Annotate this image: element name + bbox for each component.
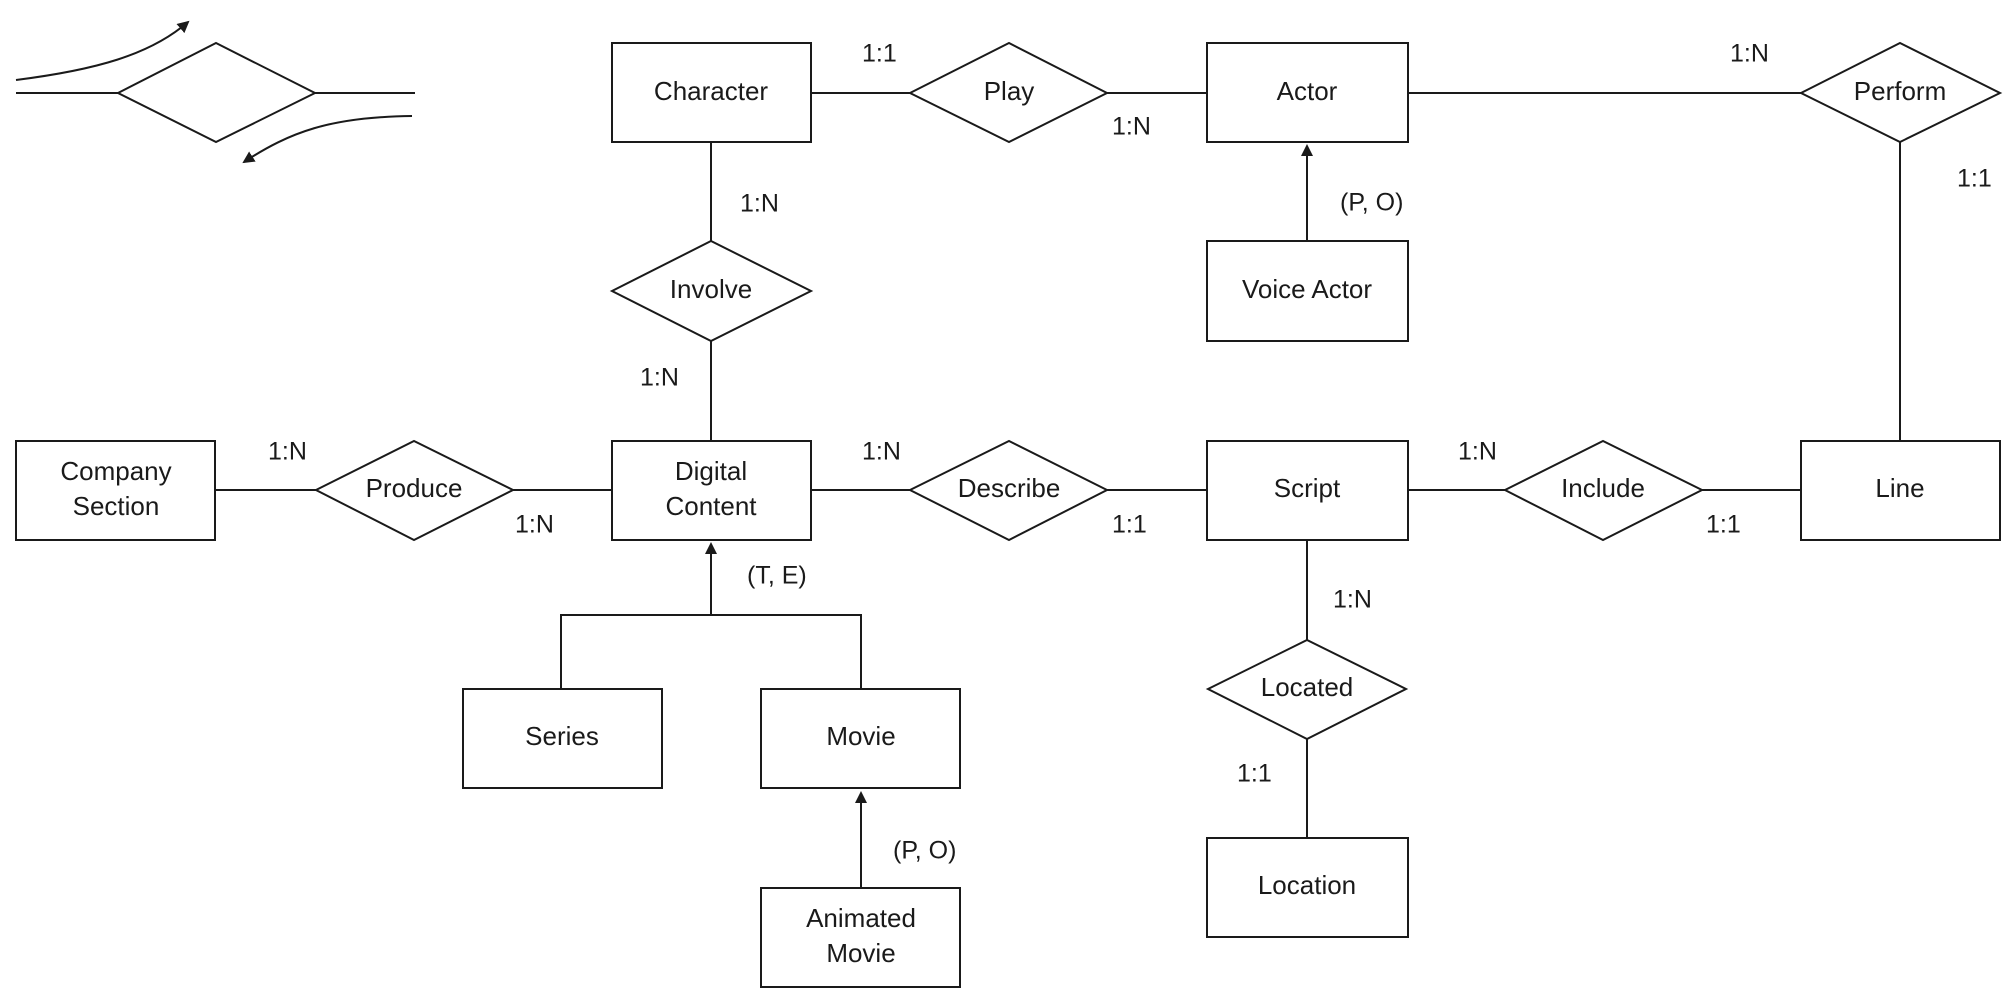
constraint-labels: (P, O) (T, E) (P, O) bbox=[747, 189, 1403, 865]
cardinality-produce-content: 1:N bbox=[515, 511, 554, 539]
relationship-play[interactable]: Play bbox=[907, 41, 1110, 144]
cardinality-involve-content: 1:N bbox=[640, 364, 679, 392]
entity-voice-actor-label: Voice Actor bbox=[1242, 274, 1372, 304]
entity-actor[interactable]: Actor bbox=[1206, 42, 1409, 143]
relationship-produce[interactable]: Produce bbox=[313, 439, 516, 542]
connector-specialization-bar bbox=[560, 614, 862, 689]
entity-company-section-label-2: Section bbox=[73, 491, 160, 521]
entity-location-label: Location bbox=[1258, 870, 1356, 900]
cardinality-script-include: 1:N bbox=[1458, 438, 1497, 466]
connectors bbox=[215, 92, 1901, 888]
relationship-include-label: Include bbox=[1561, 473, 1645, 503]
constraint-content-specialization: (T, E) bbox=[747, 562, 807, 590]
relationship-play-label: Play bbox=[984, 76, 1035, 106]
entity-company-section-label-1: Company bbox=[60, 456, 171, 486]
cardinality-character-involve: 1:N bbox=[740, 190, 779, 218]
relationship-perform[interactable]: Perform bbox=[1798, 41, 2003, 144]
legend-arrow-bottom-icon bbox=[242, 115, 413, 164]
entity-digital-content[interactable]: Digital Content bbox=[611, 440, 812, 541]
cardinality-describe-script: 1:1 bbox=[1112, 511, 1147, 539]
entity-company-section[interactable]: Company Section bbox=[15, 440, 216, 541]
relationship-located[interactable]: Located bbox=[1205, 638, 1409, 741]
constraint-movie-specialization: (P, O) bbox=[893, 837, 956, 865]
entity-script-label: Script bbox=[1274, 473, 1341, 503]
entity-actor-label: Actor bbox=[1277, 76, 1338, 106]
entity-script[interactable]: Script bbox=[1206, 440, 1409, 541]
cardinality-play-actor: 1:N bbox=[1112, 113, 1151, 141]
entity-digital-content-label-2: Content bbox=[665, 491, 757, 521]
entity-animated-movie-label-2: Movie bbox=[826, 938, 895, 968]
relationship-produce-label: Produce bbox=[366, 473, 463, 503]
entity-movie-label: Movie bbox=[826, 721, 895, 751]
legend-diamond bbox=[115, 41, 318, 144]
cardinality-content-describe: 1:N bbox=[862, 438, 901, 466]
cardinality-character-play: 1:1 bbox=[862, 40, 897, 68]
cardinality-perform-line: 1:1 bbox=[1957, 165, 1992, 193]
entity-location[interactable]: Location bbox=[1206, 837, 1409, 938]
entity-line[interactable]: Line bbox=[1800, 440, 2001, 541]
relationship-involve[interactable]: Involve bbox=[609, 239, 814, 343]
relationship-describe-label: Describe bbox=[958, 473, 1061, 503]
relationship-involve-label: Involve bbox=[670, 274, 752, 304]
relationship-describe[interactable]: Describe bbox=[907, 439, 1110, 542]
cardinality-script-located: 1:N bbox=[1333, 586, 1372, 614]
entity-line-label: Line bbox=[1875, 473, 1924, 503]
relationship-located-label: Located bbox=[1261, 672, 1354, 702]
entity-voice-actor[interactable]: Voice Actor bbox=[1206, 240, 1409, 342]
cardinality-actor-perform: 1:N bbox=[1730, 40, 1769, 68]
entity-character-label: Character bbox=[654, 76, 768, 106]
entity-animated-movie[interactable]: Animated Movie bbox=[760, 887, 961, 988]
constraint-actor-specialization: (P, O) bbox=[1340, 189, 1403, 217]
entity-movie[interactable]: Movie bbox=[760, 688, 961, 789]
entity-character[interactable]: Character bbox=[611, 42, 812, 143]
entity-animated-movie-label-1: Animated bbox=[806, 903, 916, 933]
entity-series-label: Series bbox=[525, 721, 599, 751]
cardinality-company-produce: 1:N bbox=[268, 438, 307, 466]
entity-series[interactable]: Series bbox=[462, 688, 663, 789]
relationship-perform-label: Perform bbox=[1854, 76, 1946, 106]
legend-symbol bbox=[15, 20, 415, 164]
cardinality-labels: 1:1 1:N 1:N 1:1 1:N 1:N 1:N 1:N 1:N 1:1 … bbox=[268, 40, 1992, 788]
relationship-include[interactable]: Include bbox=[1502, 439, 1705, 542]
entity-digital-content-label-1: Digital bbox=[675, 456, 747, 486]
cardinality-include-line: 1:1 bbox=[1706, 511, 1741, 539]
legend-arrow-top-icon bbox=[15, 20, 190, 81]
cardinality-located-location: 1:1 bbox=[1237, 760, 1272, 788]
